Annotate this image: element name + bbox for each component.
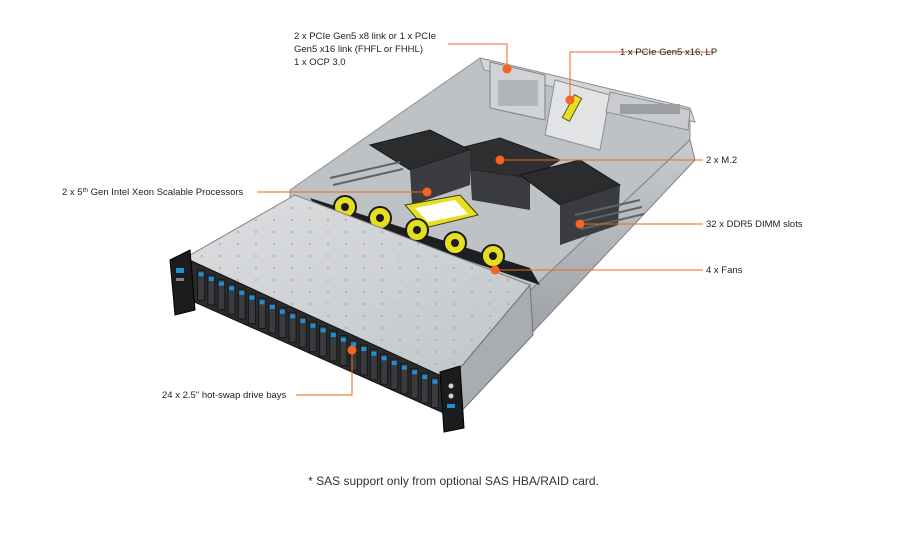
callout-dot-processors — [422, 187, 432, 197]
callout-dots — [347, 64, 585, 355]
drive-bay-led — [310, 323, 316, 328]
drive-bay-tray — [298, 316, 307, 348]
front-panel — [169, 249, 465, 433]
drive-bay-led — [269, 305, 275, 309]
drive-bay-led — [239, 291, 245, 295]
drive-bay-led — [320, 328, 326, 333]
drive-bay-tray — [258, 297, 267, 329]
drive-bay-tray — [400, 363, 409, 395]
callout-dot-m2 — [495, 155, 505, 165]
callout-dimm: 32 x DDR5 DIMM slots — [706, 219, 803, 230]
drive-bay-tray — [247, 293, 256, 325]
drive-bay-tray — [278, 307, 287, 339]
callout-ocp-line: 1 x OCP 3.0 — [294, 57, 346, 68]
callout-processors-superscript: th — [82, 187, 89, 194]
left-rack-ear — [169, 249, 196, 316]
drive-bays — [197, 269, 439, 409]
drive-bay-led — [381, 356, 387, 361]
callout-dot-fans — [490, 265, 500, 275]
right-rack-ear — [439, 365, 465, 433]
callout-dot-pcie-lp — [565, 95, 575, 105]
callout-pcie-gen5-x8-line2: Gen5 x16 link (FHFL or FHHL) — [294, 44, 423, 55]
pcie-lp-riser — [544, 79, 611, 151]
callout-drive-bays: 24 x 2.5" hot-swap drive bays — [162, 390, 287, 401]
drive-bay-tray — [359, 344, 368, 376]
drive-bay-tray — [237, 288, 246, 320]
chassis-interior — [310, 61, 691, 285]
drive-bay-tray — [339, 335, 348, 367]
drive-bay-tray — [380, 353, 389, 385]
drive-bay-led — [300, 319, 306, 323]
callout-pcie-gen5-x8-line1: 2 x PCIe Gen5 x8 link or 1 x PCIe — [294, 31, 437, 42]
callout-pcie-gen5-x16-lp: 1 x PCIe Gen5 x16, LP — [620, 47, 718, 58]
drive-bay-led — [198, 272, 204, 277]
drive-bay-led — [249, 295, 255, 300]
callout-m2: 2 x M.2 — [706, 155, 738, 166]
drive-bay-tray — [308, 321, 317, 353]
drive-bay-led — [391, 361, 397, 365]
drive-bay-tray — [207, 274, 216, 306]
callout-fans: 4 x Fans — [706, 265, 743, 276]
drive-bay-led — [279, 309, 285, 314]
callout-dot-pcie-gen5-x8 — [502, 64, 512, 74]
drive-bay-tray — [430, 377, 439, 409]
drive-bay-led — [351, 342, 357, 347]
drive-bay-tray — [319, 325, 328, 357]
drive-bay-tray — [390, 358, 399, 390]
drive-bay-tray — [197, 269, 206, 301]
drive-bay-led — [432, 379, 438, 384]
callout-processors-suffix: Gen Intel Xeon Scalable Processors — [88, 187, 244, 198]
drive-bay-led — [229, 286, 235, 291]
drive-bay-tray — [227, 283, 236, 315]
callout-dot-drive-bays — [347, 345, 357, 355]
drive-bay-tray — [369, 349, 378, 381]
drive-bay-led — [371, 351, 377, 356]
callout-pcie-gen5-x8: 2 x PCIe Gen5 x8 link or 1 x PCIe Gen5 x… — [294, 30, 436, 69]
drive-bay-tray — [288, 311, 297, 343]
drive-bay-led — [361, 347, 367, 351]
callout-dot-dimm — [575, 219, 585, 229]
drive-bay-led — [330, 333, 336, 337]
drive-bay-led — [208, 277, 214, 281]
drive-bay-led — [290, 314, 296, 319]
drive-bay-led — [340, 337, 346, 342]
drive-bay-led — [218, 281, 224, 286]
callout-processors: 2 x 5th Gen Intel Xeon Scalable Processo… — [62, 186, 243, 199]
drive-bay-tray — [410, 367, 419, 399]
drive-bay-tray — [420, 372, 429, 404]
sas-footnote: * SAS support only from optional SAS HBA… — [308, 474, 599, 488]
drive-cage-cover — [183, 194, 534, 420]
drive-bay-tray — [329, 330, 338, 362]
drive-bay-tray — [349, 339, 358, 371]
callout-processors-prefix: 2 x 5 — [62, 187, 83, 198]
drive-bay-led — [422, 375, 428, 379]
callout-leaders — [257, 43, 715, 396]
drive-bay-led — [259, 300, 265, 305]
drive-bay-led — [401, 365, 407, 370]
dimm-slots — [329, 161, 645, 230]
drive-bay-led — [412, 370, 418, 375]
drive-bay-tray — [268, 302, 277, 334]
drive-bay-tray — [217, 279, 226, 311]
